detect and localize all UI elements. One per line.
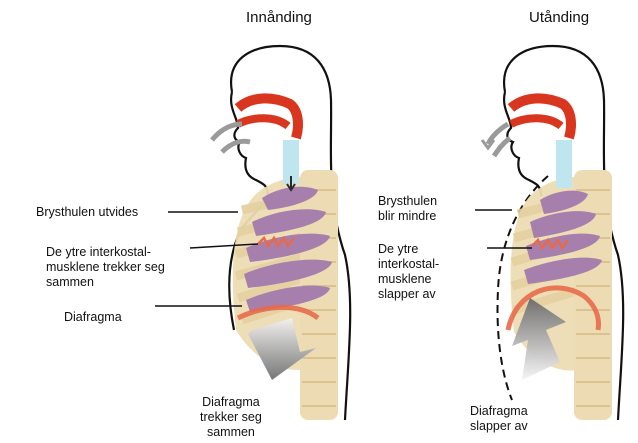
exhale-title: Utånding (529, 9, 589, 27)
label-diaphragm-relaxes: Diafragma slapper av (470, 404, 528, 434)
exhale-figure (482, 46, 623, 420)
inhale-airway (238, 98, 299, 190)
leader-lines (155, 210, 532, 306)
label-chest-expands: Brysthulen utvides (36, 205, 138, 220)
label-intercostal-contract: De ytre interkostal- musklene trekker se… (46, 245, 165, 290)
label-diaphragm: Diafragma (64, 310, 122, 325)
label-diaphragm-contracts: Diafragma trekker seg sammen (200, 395, 262, 440)
inhale-title: Innånding (246, 9, 312, 27)
label-chest-shrinks: Brysthulen blir mindre (378, 194, 437, 224)
exhale-air-arrows (482, 124, 510, 156)
inhale-air-arrows (212, 124, 250, 152)
inhale-figure (212, 46, 350, 420)
label-intercostal-relax: De ytre interkostal- musklene slapper av (378, 242, 439, 302)
